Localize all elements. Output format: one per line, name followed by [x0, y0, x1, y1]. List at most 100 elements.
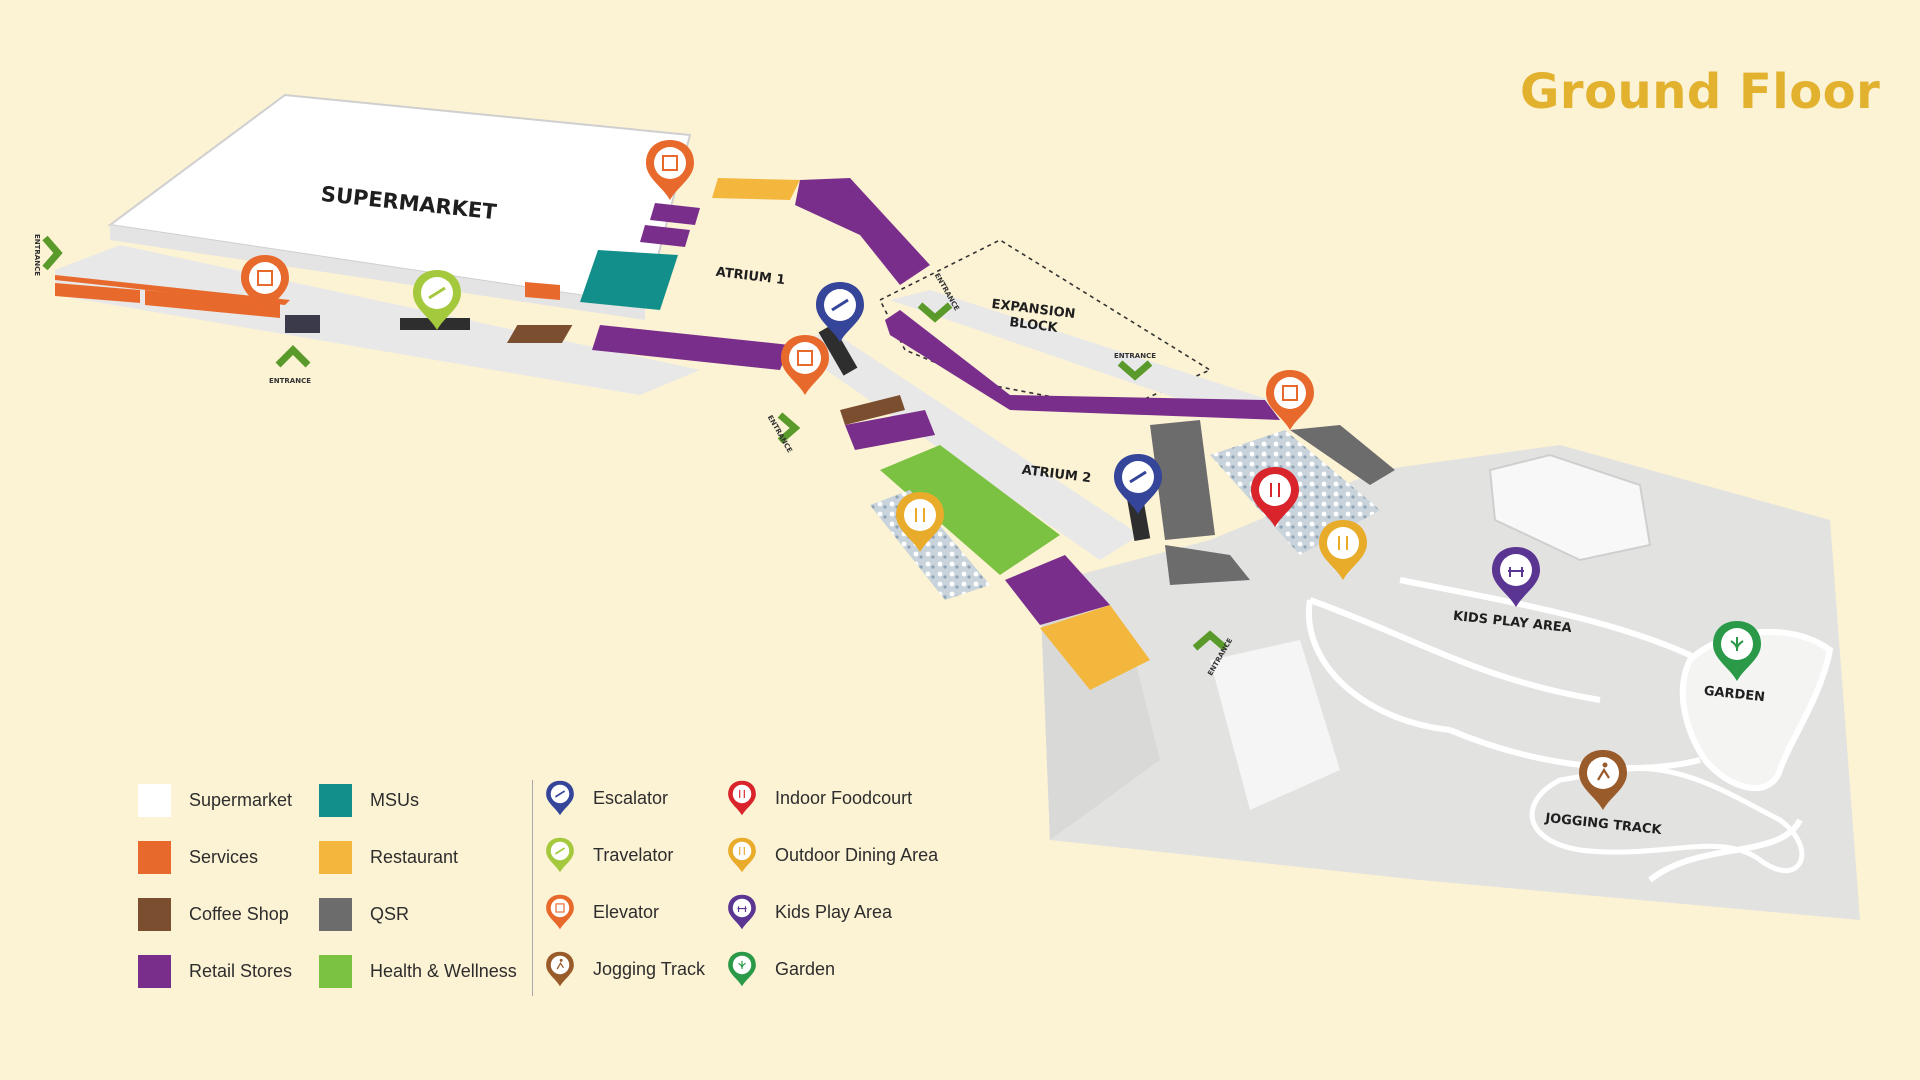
foodcourt-icon[interactable] — [1251, 467, 1299, 527]
retail-corridor-north — [795, 178, 930, 285]
label-garden: GARDEN — [1703, 684, 1766, 705]
elevator-icon[interactable] — [646, 140, 694, 200]
legend-swatch-retail — [138, 954, 171, 988]
legend-label: Health & Wellness — [370, 960, 517, 981]
qsr-block-2 — [1165, 545, 1250, 585]
legend-health-wellness: Health & Wellness — [319, 953, 517, 989]
legend-label: Jogging Track — [593, 958, 706, 979]
retail-atrium2-west — [845, 410, 935, 450]
legend-services: Services — [138, 839, 258, 875]
legend-travelator: Travelator — [545, 837, 673, 873]
legend-qsr: QSR — [319, 896, 409, 932]
escalator-icon[interactable] — [1114, 454, 1162, 514]
legend-swatch-restaurant — [319, 840, 352, 874]
entrance-chevron-east — [1192, 630, 1228, 651]
dining-icon[interactable] — [896, 492, 944, 552]
legend-indoor-foodcourt: Indoor Foodcourt — [727, 780, 912, 816]
jogging-icon — [546, 951, 574, 987]
legend-swatch-services — [138, 840, 171, 874]
foodcourt-icon — [728, 780, 756, 816]
legend-garden: Garden — [727, 951, 835, 987]
legend-outdoor-dining: Outdoor Dining Area — [727, 837, 938, 873]
coffee-shop-2 — [840, 395, 905, 425]
legend-label: Elevator — [593, 901, 660, 922]
elevator-icon[interactable] — [241, 255, 289, 315]
legend-label: Escalator — [593, 787, 669, 808]
atrium-corridor — [790, 330, 1140, 560]
stairs-west — [285, 315, 320, 333]
legend-label: Coffee Shop — [189, 903, 289, 924]
legend-jogging-track: Jogging Track — [545, 951, 705, 987]
legend-retail-stores: Retail Stores — [138, 953, 292, 989]
legend-swatch-msus — [319, 783, 352, 817]
retail-corridor-west — [592, 325, 790, 370]
legend-elevator: Elevator — [545, 894, 659, 930]
entrance-label-north: ENTRANCE — [1114, 352, 1156, 360]
legend-label: Services — [189, 846, 259, 867]
qsr-block-3 — [1290, 425, 1395, 485]
page-title: Ground Floor — [1520, 64, 1881, 120]
north-corridor — [890, 290, 1270, 420]
garden-lawn — [1679, 628, 1834, 791]
kids-play-icon[interactable] — [1492, 547, 1540, 607]
dining-icon — [728, 837, 756, 873]
legend-coffee-shop: Coffee Shop — [138, 896, 289, 932]
travelator-icon[interactable] — [413, 270, 461, 330]
walkway-paths — [1305, 577, 1803, 883]
retail-small-2 — [640, 225, 690, 247]
legend-label: Garden — [775, 958, 836, 979]
escalator-1 — [818, 324, 858, 376]
legend-supermarket: Supermarket — [138, 782, 292, 818]
elevator-icon — [546, 894, 574, 930]
legend-swatch-qsr — [319, 897, 352, 931]
health-wellness-block — [880, 445, 1060, 575]
legend-label: Outdoor Dining Area — [775, 844, 939, 865]
entrance-chevron-north — [917, 302, 953, 323]
garden-icon — [728, 951, 756, 987]
qsr-block-1 — [1150, 420, 1215, 540]
legend-label: Indoor Foodcourt — [775, 787, 913, 808]
legend-swatch-health — [319, 954, 352, 988]
dining-icon[interactable] — [1319, 520, 1367, 580]
map-legend: Supermarket Services Coffee Shop Retail … — [130, 770, 970, 1000]
legend-kids-play: Kids Play Area — [727, 894, 892, 930]
legend-msus: MSUs — [319, 782, 419, 818]
service-strip — [55, 275, 290, 305]
escalator-icon — [546, 780, 574, 816]
legend-divider — [532, 780, 533, 996]
legend-swatch-coffee-shop — [138, 897, 171, 931]
restaurant-block-1 — [712, 178, 800, 200]
retail-small-1 — [650, 203, 700, 225]
entrance-chevron-west — [42, 235, 63, 271]
services-block-west — [55, 283, 140, 303]
entrance-label-west: ENTRANCE — [33, 234, 41, 276]
label-atrium-1: ATRIUM 1 — [715, 265, 786, 288]
entrance-chevron-mid — [777, 412, 801, 444]
restaurant-block-2 — [1040, 605, 1150, 690]
legend-escalator: Escalator — [545, 780, 668, 816]
legend-restaurant: Restaurant — [319, 839, 458, 875]
legend-label: Supermarket — [189, 789, 293, 810]
legend-swatch-supermarket — [138, 783, 171, 817]
garden-icon[interactable] — [1713, 621, 1761, 681]
legend-label: QSR — [370, 903, 410, 924]
services-block-small — [525, 282, 560, 300]
plaza-ramp — [1210, 640, 1340, 810]
escalator-icon[interactable] — [816, 282, 864, 342]
jogging-track-path — [1529, 766, 1805, 874]
plaza-building — [1488, 453, 1652, 562]
elevator-icon[interactable] — [1266, 370, 1314, 430]
legend-label: MSUs — [370, 789, 419, 810]
west-wing-floor — [55, 245, 700, 395]
coffee-shop-west — [506, 325, 573, 343]
entrance-chevron-south — [275, 345, 311, 368]
retail-north-strip — [885, 310, 1280, 420]
services-block-mid — [145, 290, 280, 318]
elevator-icon[interactable] — [781, 335, 829, 395]
jogging-icon[interactable] — [1579, 750, 1627, 810]
supermarket-side — [110, 225, 645, 320]
entrance-chevron-exp — [1117, 360, 1153, 381]
msu-block-1 — [580, 250, 678, 310]
outdoor-plaza — [1040, 445, 1860, 920]
